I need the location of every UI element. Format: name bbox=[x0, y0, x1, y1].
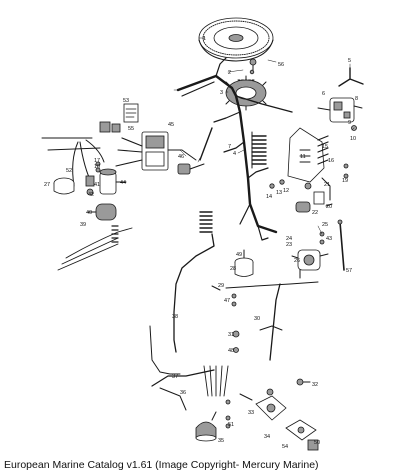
callout-57: 57 bbox=[346, 268, 352, 274]
callout-20: 20 bbox=[326, 204, 332, 210]
terminal-block bbox=[251, 131, 267, 169]
callout-37: 37 bbox=[172, 374, 178, 380]
callout-14: 14 bbox=[266, 194, 272, 200]
lead-bundle bbox=[57, 225, 133, 271]
callout-35: 35 bbox=[218, 438, 224, 444]
callout-18: 18 bbox=[94, 164, 100, 170]
callout-26: 26 bbox=[294, 258, 300, 264]
relay bbox=[234, 249, 254, 277]
ignition-coil bbox=[85, 168, 127, 196]
callout-51: 51 bbox=[228, 422, 234, 428]
leader-lines bbox=[173, 37, 355, 235]
lower-wiring bbox=[149, 325, 231, 411]
callout-27: 27 bbox=[44, 182, 50, 188]
callout-43: 43 bbox=[326, 236, 332, 242]
switch-panel bbox=[285, 419, 319, 451]
callout-41: 41 bbox=[94, 182, 100, 188]
callout-55: 55 bbox=[128, 126, 134, 132]
callout-7: 7 bbox=[228, 144, 231, 150]
callout-21: 21 bbox=[324, 182, 330, 188]
callout-numbers: 1 2 3 4 5 6 7 8 9 10 11 12 13 14 15 16 1… bbox=[44, 36, 358, 450]
switch-box bbox=[115, 131, 197, 171]
capacitor bbox=[295, 191, 333, 213]
flywheel bbox=[198, 17, 274, 62]
starter-solenoid-right bbox=[291, 249, 329, 279]
callout-13: 13 bbox=[276, 190, 282, 196]
terminal-strip bbox=[173, 211, 215, 353]
callout-28: 28 bbox=[230, 266, 236, 272]
callout-19: 19 bbox=[342, 178, 348, 184]
throttle-link-rod bbox=[199, 127, 213, 161]
warning-horn bbox=[195, 411, 217, 442]
callout-44: 44 bbox=[120, 180, 126, 186]
callout-6: 6 bbox=[322, 91, 325, 97]
callout-8: 8 bbox=[355, 96, 358, 102]
callout-34: 34 bbox=[264, 434, 270, 440]
callout-36: 36 bbox=[180, 390, 186, 396]
callout-33: 33 bbox=[248, 410, 254, 416]
callout-30: 30 bbox=[254, 316, 260, 322]
callout-22: 22 bbox=[312, 210, 318, 216]
callout-49: 49 bbox=[236, 252, 242, 258]
rectifier bbox=[317, 97, 363, 131]
ignition-key-switch bbox=[239, 388, 287, 421]
callout-10: 10 bbox=[350, 136, 356, 142]
starter-solenoid-left bbox=[87, 203, 117, 221]
trigger-plate bbox=[287, 127, 331, 201]
ground-bolt bbox=[296, 378, 311, 386]
decal-card bbox=[123, 103, 139, 123]
main-wiring-harness bbox=[176, 57, 293, 241]
flywheel-nut bbox=[249, 58, 277, 73]
callout-42: 42 bbox=[88, 192, 94, 198]
callout-15: 15 bbox=[322, 144, 328, 150]
battery-cable bbox=[337, 219, 345, 271]
callout-9: 9 bbox=[348, 120, 351, 126]
callout-38: 38 bbox=[172, 314, 178, 320]
mounting-bracket bbox=[338, 67, 364, 87]
callout-53: 53 bbox=[123, 98, 129, 104]
remote-harness bbox=[211, 281, 319, 361]
callout-47: 47 bbox=[224, 298, 230, 304]
callout-3: 3 bbox=[220, 90, 223, 96]
stator bbox=[225, 75, 267, 111]
callout-16: 16 bbox=[328, 158, 334, 164]
callout-2: 2 bbox=[228, 70, 231, 76]
connector-plug bbox=[177, 163, 205, 175]
callout-56: 56 bbox=[278, 62, 284, 68]
callout-5: 5 bbox=[348, 58, 351, 64]
coil-cap bbox=[53, 177, 75, 195]
callout-54: 54 bbox=[282, 444, 288, 450]
callout-4: 4 bbox=[233, 151, 236, 157]
callout-50: 50 bbox=[314, 440, 320, 446]
callout-24: 24 bbox=[286, 236, 292, 242]
callout-45: 45 bbox=[168, 122, 174, 128]
callout-46: 46 bbox=[178, 154, 184, 160]
callout-39: 39 bbox=[80, 222, 86, 228]
callout-31: 31 bbox=[228, 332, 234, 338]
callout-12: 12 bbox=[283, 188, 289, 194]
callout-23: 23 bbox=[286, 242, 292, 248]
callout-17: 17 bbox=[94, 158, 100, 164]
callout-1: 1 bbox=[203, 36, 206, 42]
callout-25: 25 bbox=[322, 222, 328, 228]
image-caption: European Marine Catalog v1.61 (Image Cop… bbox=[4, 459, 319, 471]
callout-52: 52 bbox=[66, 168, 72, 174]
hardware-fasteners bbox=[95, 69, 349, 429]
callout-29: 29 bbox=[218, 283, 224, 289]
callout-11: 11 bbox=[300, 154, 306, 160]
callout-32: 32 bbox=[312, 382, 318, 388]
callout-40: 40 bbox=[86, 210, 92, 216]
callout-48: 48 bbox=[228, 348, 234, 354]
